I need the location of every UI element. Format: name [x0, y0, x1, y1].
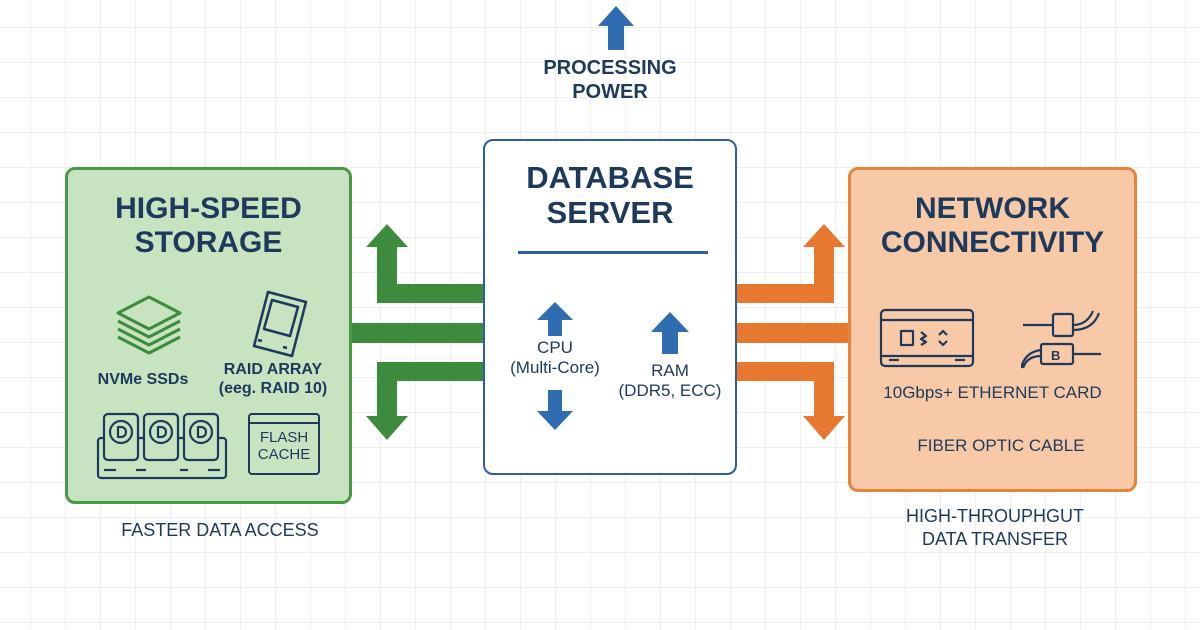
storage-down-arrow-icon [366, 362, 485, 440]
throughput-caption-line2: DATA TRANSFER [921, 528, 1069, 549]
database-server-box: DATABASE SERVER CPU (Multi-Core) RAM (DD… [483, 139, 737, 475]
raid-label-line2: (eeg. RAID 10) [218, 380, 328, 398]
network-title-line1: NETWORK [915, 192, 1070, 225]
ethernet-card-icon [879, 308, 975, 368]
raid-label-line1: RAID ARRAY [223, 361, 323, 378]
storage-up-arrow-icon [366, 224, 485, 303]
high-throughput-caption: HIGH-THROUPHGUT DATA TRANSFER [880, 505, 1110, 550]
server-title-line1: DATABASE [526, 160, 694, 195]
faster-data-access-caption: FASTER DATA ACCESS [121, 520, 319, 540]
storage-title: HIGH-SPEED STORAGE [68, 192, 349, 259]
network-middle-bar [736, 323, 851, 343]
ram-label-line2: (DDR5, ECC) [618, 381, 722, 401]
flash-cache-icon: FLASH CACHE [248, 413, 320, 475]
processing-power-label: PROCESSING POWER [520, 56, 700, 104]
cpu-label: CPU (Multi-Core) [495, 338, 615, 379]
network-connector-arrows [736, 224, 851, 440]
storage-middle-bar [350, 323, 485, 343]
fiber-optic-cable-icon: B [1021, 310, 1101, 369]
nvme-ssd-stack-icon [116, 295, 182, 355]
raid-drive-icon [252, 290, 308, 358]
server-title: DATABASE SERVER [485, 160, 735, 230]
storage-title-line2: STORAGE [134, 225, 283, 259]
cpu-label-line2: (Multi-Core) [510, 358, 600, 378]
ram-up-arrow-icon [651, 312, 689, 354]
network-connectivity-box: NETWORK CONNECTIVITY B 10Gbps+ ETHERNET … [848, 167, 1137, 492]
flash-label-line1: FLASH [259, 429, 309, 446]
network-down-arrow-icon [736, 362, 845, 440]
ram-label: RAM (DDR5, ECC) [610, 361, 730, 402]
flash-label-line2: CACHE [257, 446, 311, 464]
ethernet-card-label: 10Gbps+ ETHERNET CARD [883, 383, 1102, 402]
flash-cache-label: FLASH CACHE [250, 429, 318, 464]
server-title-line2: SERVER [546, 194, 674, 230]
network-up-arrow-icon [736, 224, 845, 303]
high-speed-storage-box: HIGH-SPEED STORAGE NVMe SSDs RAID ARRAY … [65, 167, 352, 504]
storage-title-line1: HIGH-SPEED [115, 192, 302, 225]
storage-connector-arrows [350, 224, 485, 440]
svg-text:B: B [1051, 348, 1060, 363]
hdd-bay-icon [96, 412, 228, 480]
cpu-up-arrow-icon [537, 302, 573, 336]
network-title: NETWORK CONNECTIVITY [851, 192, 1134, 259]
cpu-down-arrow-icon [537, 390, 573, 430]
processing-label-line1: PROCESSING [543, 57, 677, 79]
ram-label-line1: RAM [651, 361, 689, 380]
processing-power-arrow-icon [598, 6, 634, 50]
fiber-optic-label: FIBER OPTIC CABLE [917, 436, 1085, 455]
raid-array-label: RAID ARRAY (eeg. RAID 10) [198, 360, 348, 398]
network-title-line2: CONNECTIVITY [880, 225, 1105, 259]
cpu-label-line1: CPU [537, 338, 573, 357]
server-title-divider [518, 251, 708, 254]
processing-label-line2: POWER [572, 81, 648, 103]
throughput-caption-line1: HIGH-THROUPHGUT [906, 506, 1084, 526]
nvme-ssds-label: NVMe SSDs [97, 371, 189, 388]
